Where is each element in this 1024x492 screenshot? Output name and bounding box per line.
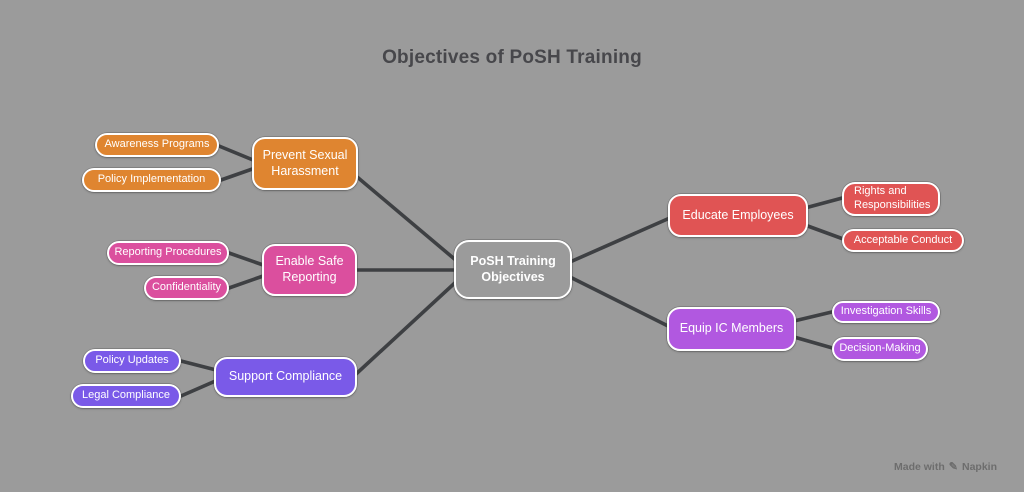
connector-line bbox=[792, 335, 838, 351]
watermark-brand: Napkin bbox=[961, 460, 997, 473]
subtopic-legal-compliance: Legal Compliance bbox=[71, 384, 181, 408]
connector-line bbox=[803, 223, 848, 242]
connector-line bbox=[568, 275, 674, 330]
connector-line bbox=[792, 309, 838, 323]
connector-line bbox=[219, 165, 260, 182]
connector-line bbox=[803, 195, 848, 210]
connector-line bbox=[179, 359, 222, 373]
subtopic-rights-and-responsibilities: Rights and Responsibilities bbox=[842, 182, 940, 216]
subtopic-policy-updates: Policy Updates bbox=[83, 349, 181, 373]
page-title: Objectives of PoSH Training bbox=[382, 47, 642, 68]
center-node-posh-training-objectives: PoSH Training Objectives bbox=[454, 240, 572, 299]
watermark: Made with ✎ Napkin bbox=[894, 460, 997, 474]
subtopic-acceptable-conduct: Acceptable Conduct bbox=[842, 229, 964, 252]
subtopic-awareness-programs: Awareness Programs bbox=[95, 133, 219, 157]
connector-line bbox=[217, 144, 260, 164]
branch-educate-employees: Educate Employees bbox=[668, 194, 808, 237]
branch-equip-ic-members: Equip IC Members bbox=[667, 307, 796, 351]
subtopic-reporting-procedures: Reporting Procedures bbox=[107, 241, 229, 265]
connector-line bbox=[179, 377, 222, 398]
connector-line bbox=[353, 278, 460, 377]
watermark-prefix: Made with bbox=[894, 460, 945, 473]
branch-enable-safe-reporting: Enable Safe Reporting bbox=[262, 244, 357, 296]
connector-line bbox=[227, 251, 268, 268]
connector-line bbox=[568, 215, 674, 264]
connector-line bbox=[227, 273, 268, 290]
subtopic-decision-making: Decision-Making bbox=[832, 337, 928, 361]
subtopic-investigation-skills: Investigation Skills bbox=[832, 301, 940, 323]
subtopic-policy-implementation: Policy Implementation bbox=[82, 168, 221, 192]
connector-line bbox=[354, 174, 460, 264]
subtopic-confidentiality: Confidentiality bbox=[144, 276, 229, 300]
branch-support-compliance: Support Compliance bbox=[214, 357, 357, 397]
branch-prevent-sexual-harassment: Prevent Sexual Harassment bbox=[252, 137, 358, 190]
pen-icon: ✎ bbox=[948, 461, 958, 473]
